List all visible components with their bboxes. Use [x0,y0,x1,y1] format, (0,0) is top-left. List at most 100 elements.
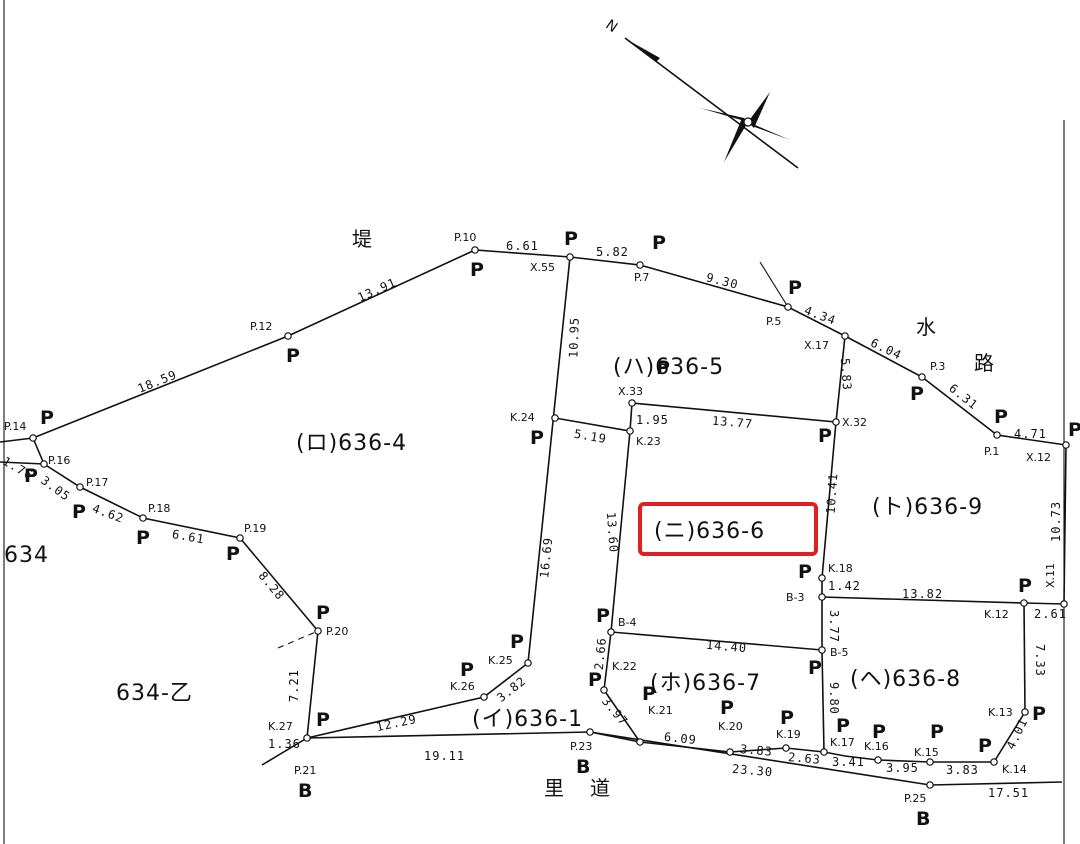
measurement: 9.80 [827,682,841,715]
parcel-ni-label: (ニ)636-6 [654,519,765,544]
point-label: K.25 [488,654,513,667]
point-label: P.16 [48,454,70,467]
p-marker: P [652,232,666,254]
measurement: 18.59 [136,367,179,395]
point-label: K.15 [914,746,939,759]
measurement: 13.60 [604,512,621,554]
measurement: 14.40 [705,638,747,656]
point-label: K.12 [984,608,1009,621]
p-marker: P [510,631,524,653]
survey-points [29,246,1070,789]
measurement: 2.63 [787,750,821,767]
boundary-markers: P P P P P P P P P P P P P P P P P P P P … [24,228,1080,830]
measurement: 4.01 [1004,716,1031,752]
p-marker: P [808,657,822,679]
point-label: X.33 [618,385,643,398]
p-marker: P [818,425,832,447]
point-label: K.14 [1002,763,1027,776]
point-label: P.18 [148,502,170,515]
measurement: 3.83 [946,763,979,777]
point-label: P.12 [250,320,272,333]
point-labels: P.14 P.16 P.17 P.18 P.19 P.20 P.21 P.12 … [4,231,1057,805]
measurement: 4.71 [1014,427,1047,441]
point-label: X.12 [1026,451,1051,464]
parcel-ro-label: (ロ)636-4 [296,431,407,456]
p-marker: P [798,561,812,583]
measurement: 1.76 [0,454,35,483]
measurement: 5.83 [838,358,854,392]
p-marker: P [720,697,734,719]
point-label: X.55 [530,261,555,274]
north-arrow-icon: N [602,17,799,169]
p-marker: P [24,465,38,487]
p-marker: P [642,683,656,705]
measurement: 16.69 [537,536,555,578]
waterway-label-1: 水 [916,315,936,339]
measurement: 1.42 [828,579,861,593]
parcel-ha-label: (ハ)636-5 [613,355,724,380]
p-marker: P [40,407,54,429]
p-marker: P [316,709,330,731]
measurement: 3.95 [886,761,919,775]
b-marker: B [298,780,312,802]
point-label: P.20 [326,625,348,638]
b-marker: B [576,756,590,778]
measurement: 3.83 [739,742,773,759]
point-label: X.17 [804,339,829,352]
point-label: K.22 [612,660,637,673]
point-label: P.21 [294,764,316,777]
highlight-box [638,502,818,556]
point-label: P.23 [570,740,592,753]
p-marker: P [978,735,992,757]
p-marker: P [930,721,944,743]
point-label: P.25 [904,792,926,805]
measurement: 1.95 [636,413,669,427]
point-label: P.1 [984,445,999,458]
measurement: 10.73 [1049,501,1063,542]
parcel-i-label: (イ)636-1 [472,707,583,732]
measurement: 3.05 [38,473,73,504]
point-label: B-5 [830,646,849,659]
p-marker: P [460,659,474,681]
p-marker: P [836,715,850,737]
p-marker: P [596,605,610,627]
p-marker: P [316,602,330,624]
p-marker: P [656,357,670,379]
parcel-ho-label: (ホ)636-7 [650,671,761,696]
measurement: 3.77 [827,610,841,643]
p-marker: P [1018,575,1032,597]
point-label: K.26 [450,680,475,693]
measurement: 5.82 [596,245,629,259]
point-label: P.7 [634,271,649,284]
point-label: K.17 [830,736,855,749]
point-label: P.3 [930,360,945,373]
measurement: 2.61 [1034,607,1067,621]
p-marker: P [1032,703,1046,725]
point-label: K.21 [648,704,673,717]
point-label: K.20 [718,720,743,733]
waterway-label-2: 路 [974,351,994,375]
point-label: P.14 [4,420,26,433]
p-marker: P [1068,419,1080,441]
p-marker: P [530,427,544,449]
p-marker: P [564,228,578,250]
p-marker: P [872,721,886,743]
p-marker: P [72,501,86,523]
lot-634-label: 634 [4,543,49,568]
point-label: P.10 [454,231,476,244]
measurement: 2.66 [592,636,609,670]
parcel-he-label: (ヘ)636-8 [850,667,961,692]
p-marker: P [226,543,240,565]
measurement: 6.61 [506,239,539,253]
p-marker: P [994,406,1008,428]
p-marker: P [136,527,150,549]
point-label: X.32 [842,416,867,429]
measurement: 3.82 [494,674,529,705]
point-label: P.19 [244,522,266,535]
point-label: K.24 [510,411,535,424]
measurement: 7.21 [287,669,301,702]
measurement: 7.33 [1033,644,1047,677]
point-label: K.16 [864,740,889,753]
point-label: K.27 [268,720,293,733]
